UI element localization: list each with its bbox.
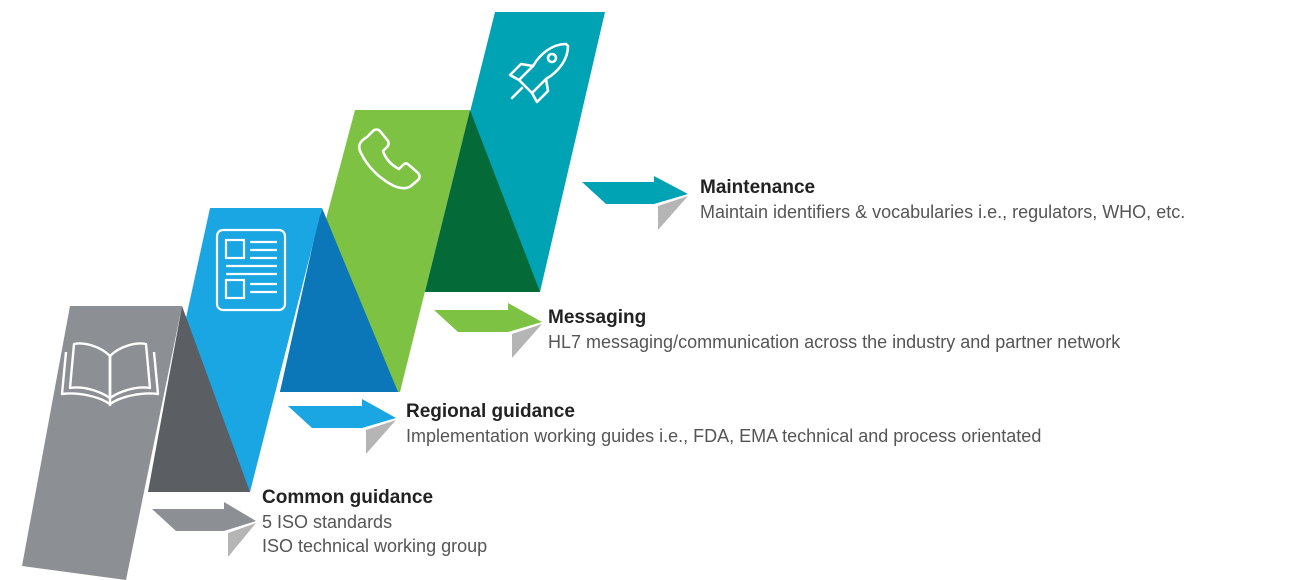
rocket-icon — [508, 42, 570, 104]
label-common: Common guidance 5 ISO standards ISO tech… — [262, 486, 487, 558]
messaging-description: HL7 messaging/communication across the i… — [548, 332, 1121, 352]
arrow-common-body — [152, 502, 256, 531]
arrow-common — [152, 502, 256, 557]
arrow-messaging-body — [434, 303, 542, 332]
arrow-messaging — [434, 303, 542, 358]
common-panel-fold — [148, 306, 250, 492]
regional-title: Regional guidance — [406, 401, 575, 422]
arrow-common-shadow — [228, 523, 256, 557]
book-icon — [60, 342, 160, 406]
label-regional: Regional guidance Implementation working… — [406, 400, 1041, 448]
arrow-maintenance-body — [582, 176, 688, 204]
maintenance-title: Maintenance — [700, 177, 816, 198]
common-title: Common guidance — [262, 487, 434, 508]
messaging-panel-fold — [425, 110, 540, 292]
arrow-regional-shadow — [366, 420, 396, 454]
regional-panel-fold — [280, 208, 398, 392]
arrow-maintenance-shadow — [658, 196, 688, 230]
regional-description: Implementation working guides i.e., FDA,… — [406, 426, 1042, 446]
arrow-regional-body — [288, 399, 396, 428]
common-description-1: 5 ISO standards — [262, 512, 393, 532]
arrow-messaging-shadow — [512, 324, 542, 358]
common-description-2: ISO technical working group — [262, 536, 488, 556]
arrow-maintenance — [582, 176, 688, 230]
label-messaging: Messaging HL7 messaging/communication ac… — [548, 306, 1120, 354]
phone-icon — [357, 128, 421, 190]
label-maintenance: Maintenance Maintain identifiers & vocab… — [700, 176, 1185, 224]
maintenance-description: Maintain identifiers & vocabularies i.e.… — [700, 202, 1186, 222]
document-icon — [215, 228, 287, 312]
step-common — [22, 306, 250, 580]
messaging-title: Messaging — [548, 307, 647, 328]
common-panel — [22, 306, 182, 580]
arrow-regional — [288, 399, 396, 454]
